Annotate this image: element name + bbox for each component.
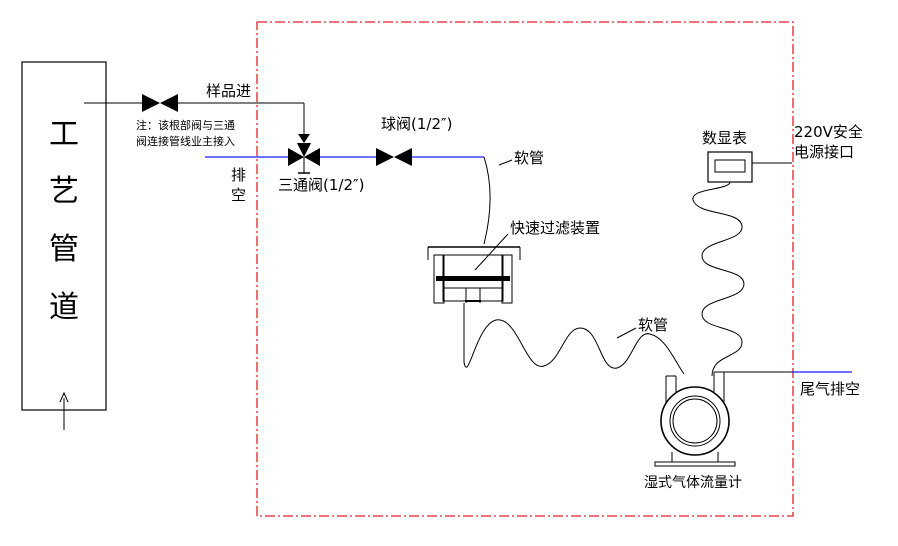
root-valve[interactable] xyxy=(142,94,178,112)
label-flowmeter: 湿式气体流量计 xyxy=(644,475,742,491)
label-power-line1: 220V安全 xyxy=(794,123,863,141)
pipe-char-1: 工 xyxy=(49,117,79,152)
label-hose-top: 软管 xyxy=(514,149,545,167)
hose-bottom xyxy=(463,303,685,375)
hose-top-leader xyxy=(498,159,513,166)
wet-gas-flowmeter xyxy=(654,371,736,467)
fast-filter xyxy=(427,246,521,304)
pipe-char-3: 管 xyxy=(49,232,79,267)
label-exhaust: 尾气排空 xyxy=(800,380,861,398)
display-cable xyxy=(692,181,745,377)
equipment-boundary xyxy=(256,21,794,517)
label-vent-line1: 排 xyxy=(231,166,247,184)
label-vent-line2: 空 xyxy=(231,186,247,204)
label-ball-valve: 球阀(1/2″) xyxy=(381,115,453,133)
filter-leader xyxy=(474,233,509,271)
pipe-char-2: 艺 xyxy=(49,174,79,209)
label-display: 数显表 xyxy=(702,129,748,147)
hose-bottom-leader xyxy=(616,327,637,339)
label-note-line2: 阀连接管线业主接入 xyxy=(136,135,235,148)
sample-line-arrow xyxy=(298,134,310,143)
pipe-inflow-arrow-head xyxy=(59,391,69,403)
ball-valve[interactable] xyxy=(376,148,412,166)
label-sample-in: 样品进 xyxy=(206,82,252,100)
three-way-valve[interactable] xyxy=(288,143,320,174)
pipe-char-4: 道 xyxy=(49,290,79,325)
label-hose-bottom: 软管 xyxy=(638,316,669,334)
label-power-line2: 电源接口 xyxy=(794,143,855,161)
display-screen xyxy=(714,159,746,173)
hose-top xyxy=(483,156,491,245)
label-note-line1: 注：该根部阀与三通 xyxy=(136,119,235,132)
label-filter: 快速过滤装置 xyxy=(510,219,601,237)
label-three-way-valve: 三通阀(1/2″) xyxy=(278,176,365,194)
